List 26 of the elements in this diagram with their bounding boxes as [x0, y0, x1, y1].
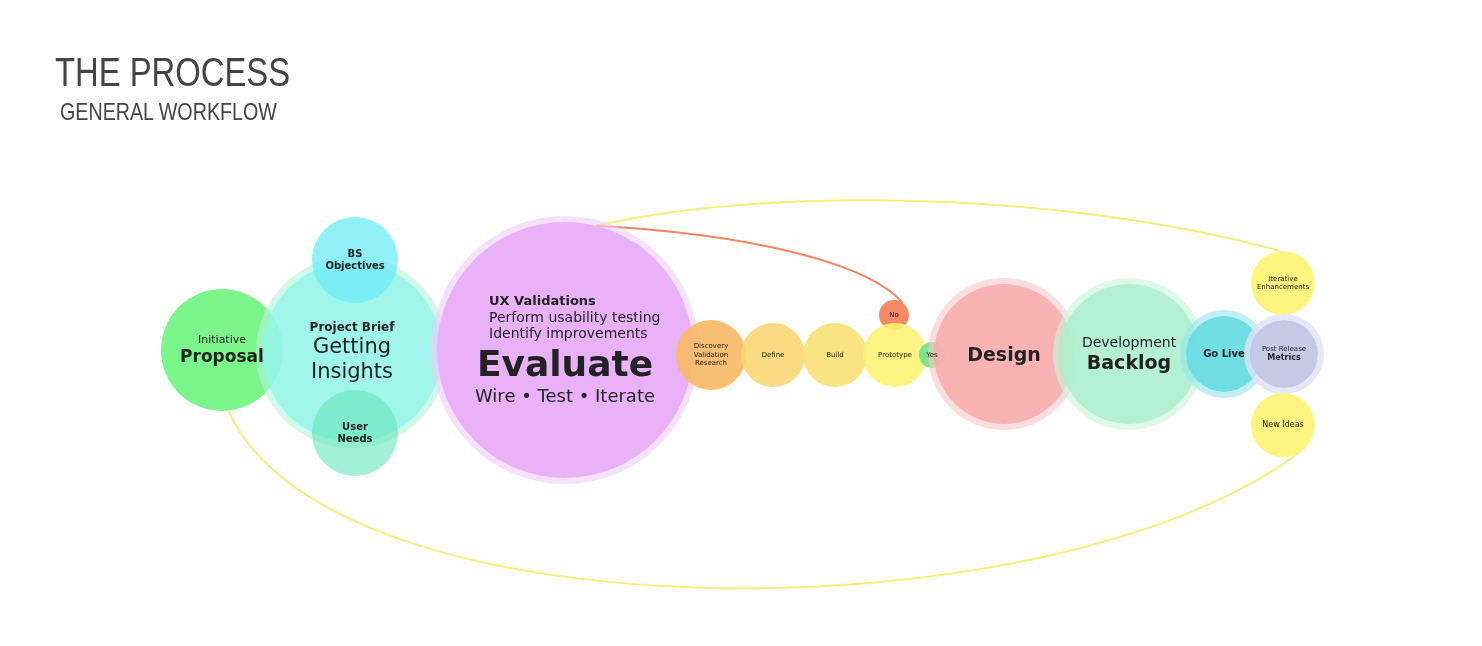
node-label: Project Brief: [309, 319, 395, 334]
node-label: UX Validations: [488, 293, 597, 309]
process-circle: [741, 323, 805, 387]
node-label: Getting Insights: [309, 334, 395, 385]
node-label: Identify improvements: [488, 325, 649, 343]
node-label: Proposal: [180, 346, 264, 367]
node-label: Design: [967, 342, 1041, 366]
node-label: Initiative: [198, 333, 246, 347]
connector-line: [594, 224, 904, 304]
connector-line: [227, 409, 1300, 589]
process-circle: [676, 320, 746, 390]
connector-line: [594, 199, 1282, 253]
node-label: New Ideas: [1262, 420, 1304, 430]
title: THE PROCESS: [55, 50, 291, 95]
node-label: Backlog: [1086, 351, 1172, 374]
node-label: Evaluate: [476, 342, 654, 386]
process-circle: [863, 323, 927, 387]
node-label: Metrics: [1267, 353, 1301, 363]
node-label: Perform usability testing: [488, 308, 662, 326]
node-label: User Needs: [336, 421, 374, 445]
process-circle: [803, 323, 867, 387]
node-label: Wire • Test • Iterate: [474, 385, 656, 407]
subtitle: GENERAL WORKFLOW: [60, 98, 277, 126]
node-label: BS Objectives: [325, 248, 385, 272]
node-label: Development: [1081, 334, 1177, 351]
node-label: Go Live: [1203, 348, 1245, 360]
